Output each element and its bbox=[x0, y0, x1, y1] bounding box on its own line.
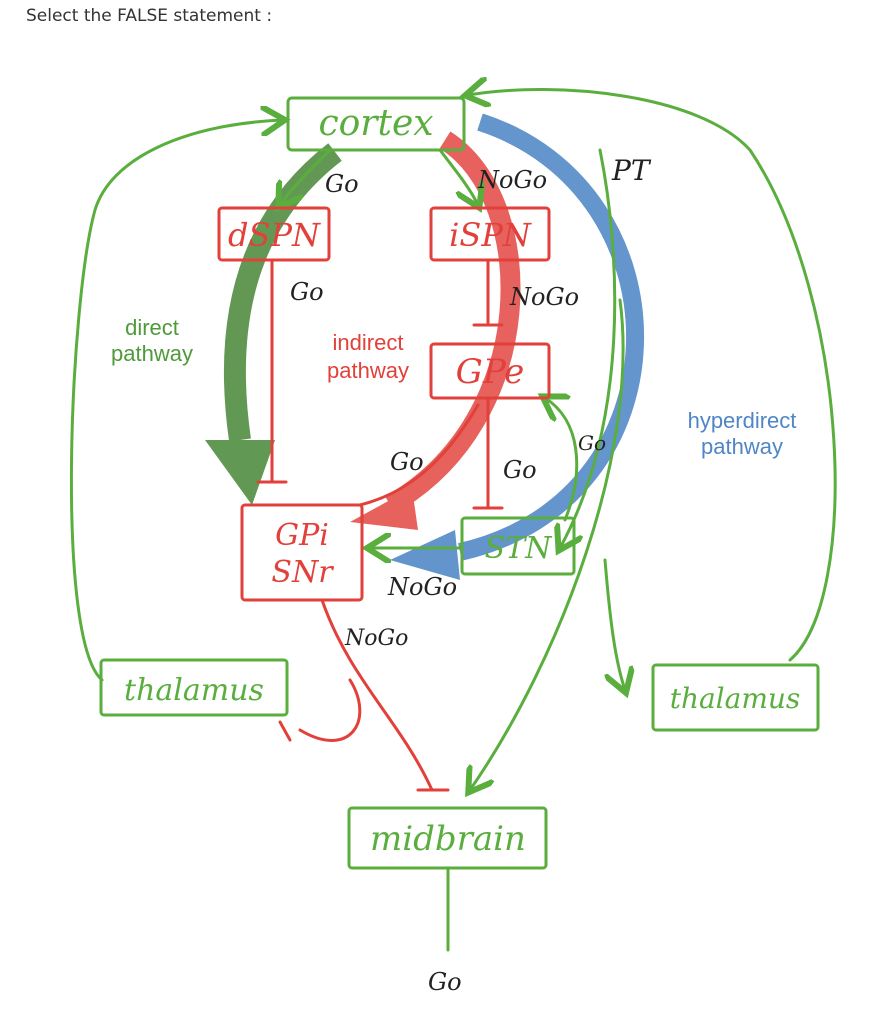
hyperdirect-pathway-label-line2: pathway bbox=[701, 434, 783, 459]
cortex-dspn-label: Go bbox=[325, 170, 359, 198]
gpi-snr-box bbox=[240, 503, 364, 602]
indirect-pathway-label-line1: indirect bbox=[333, 330, 404, 355]
midbrain-label: midbrain bbox=[370, 819, 526, 859]
thalamus-left-box bbox=[99, 658, 289, 717]
gpi-out-label: NoGo bbox=[344, 626, 408, 651]
ispn-box bbox=[429, 206, 551, 262]
pt-to-stn-line bbox=[560, 148, 617, 548]
stn-to-gpe-line bbox=[545, 398, 579, 522]
gpe-stn-label: Go bbox=[503, 456, 537, 484]
direct-pathway-label-line2: pathway bbox=[111, 341, 193, 366]
thalamus-to-cortex-right-line bbox=[468, 90, 837, 662]
ispn-label: iSPN bbox=[449, 216, 532, 254]
dspn-label: dSPN bbox=[228, 216, 321, 254]
stn-gpi-label: NoGo bbox=[387, 573, 457, 601]
hyperdirect-pathway-label-line1: hyperdirect bbox=[688, 408, 797, 433]
cortex-pt-label: PT bbox=[611, 154, 652, 187]
cortex-to-dspn-line bbox=[280, 148, 332, 205]
cortex-box bbox=[286, 96, 466, 152]
gpe-box bbox=[429, 342, 551, 400]
indirect-pathway-label-line2: pathway bbox=[327, 358, 409, 383]
midbrain-out-label: Go bbox=[428, 968, 462, 996]
gpi-to-thalamus-bar bbox=[278, 720, 292, 742]
cortex-ispn-label: NoGo bbox=[477, 166, 547, 194]
gpi-label: GPi bbox=[275, 518, 329, 553]
thalamus-to-cortex-left-line bbox=[69, 120, 282, 682]
cortex-label: cortex bbox=[318, 103, 433, 144]
thalamus-left-label: thalamus bbox=[124, 673, 264, 708]
gpe-to-gpi-line bbox=[358, 403, 480, 507]
gpe-label: GPe bbox=[456, 352, 525, 392]
stn-label: STN bbox=[485, 531, 554, 566]
gpi-to-midbrain-line bbox=[320, 598, 434, 792]
question-text: Select the FALSE statement : bbox=[26, 6, 273, 26]
thalamus-right-label: thalamus bbox=[670, 682, 801, 715]
green-connections bbox=[69, 90, 837, 952]
gpe-gpi-label: Go bbox=[390, 448, 424, 476]
hyperdirect-pathway-arrow bbox=[390, 113, 644, 580]
pt-to-thalamus-right-line bbox=[603, 558, 625, 690]
direct-pathway-arrow bbox=[205, 143, 342, 505]
indirect-pathway-arrow bbox=[350, 131, 521, 530]
midbrain-box bbox=[347, 806, 548, 870]
ispn-gpe-label: NoGo bbox=[509, 283, 579, 311]
stn-box bbox=[460, 516, 576, 576]
snr-label: SNr bbox=[271, 555, 334, 590]
dspn-gpi-label: Go bbox=[290, 278, 324, 306]
dspn-box bbox=[217, 206, 331, 262]
thalamus-right-box bbox=[651, 663, 820, 732]
gpi-to-thalamus-curve bbox=[298, 678, 362, 742]
red-connections bbox=[256, 260, 504, 792]
stn-gpe-label: Go bbox=[578, 431, 606, 455]
direct-pathway-label-line1: direct bbox=[125, 315, 179, 340]
cortex-to-ispn-line bbox=[438, 148, 478, 205]
pt-to-midbrain-line bbox=[470, 298, 625, 790]
